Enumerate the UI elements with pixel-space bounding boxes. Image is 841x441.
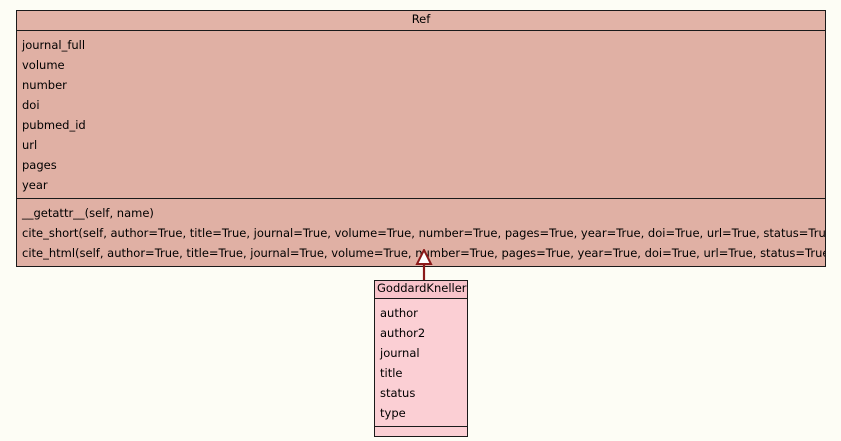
uml-class-ref[interactable]: Ref journal_full volume number doi pubme…	[16, 10, 826, 267]
uml-attribute-row: doi	[22, 97, 40, 112]
uml-class-goddardkneller-title: GoddardKneller	[375, 281, 467, 299]
uml-attribute-row: type	[380, 405, 406, 420]
uml-attribute-row: author2	[380, 325, 426, 340]
uml-method-row: __getattr__(self, name)	[22, 205, 154, 220]
uml-class-goddardkneller[interactable]: GoddardKneller author author2 journal ti…	[374, 280, 468, 437]
uml-attribute-row: url	[22, 137, 38, 152]
uml-method-row: cite_short(self, author=True, title=True…	[22, 225, 825, 240]
uml-attribute-row: title	[380, 365, 403, 380]
uml-class-goddardkneller-attributes: author author2 journal title status type	[375, 298, 467, 426]
uml-attribute-row: year	[22, 177, 48, 192]
uml-attribute-row: number	[22, 77, 67, 92]
uml-attribute-row: author	[380, 305, 418, 320]
uml-attribute-row: journal	[380, 345, 420, 360]
uml-attribute-row: journal_full	[22, 37, 86, 52]
uml-class-ref-title: Ref	[17, 11, 825, 31]
uml-class-ref-attributes: journal_full volume number doi pubmed_id…	[17, 30, 825, 198]
uml-attribute-row: volume	[22, 57, 65, 72]
uml-attribute-row: pages	[22, 157, 57, 172]
uml-attribute-row: status	[380, 385, 416, 400]
uml-class-goddardkneller-methods	[375, 425, 467, 436]
uml-class-ref-methods: __getattr__(self, name) cite_short(self,…	[17, 197, 825, 266]
uml-method-row: cite_html(self, author=True, title=True,…	[22, 245, 825, 260]
uml-attribute-row: pubmed_id	[22, 117, 86, 132]
